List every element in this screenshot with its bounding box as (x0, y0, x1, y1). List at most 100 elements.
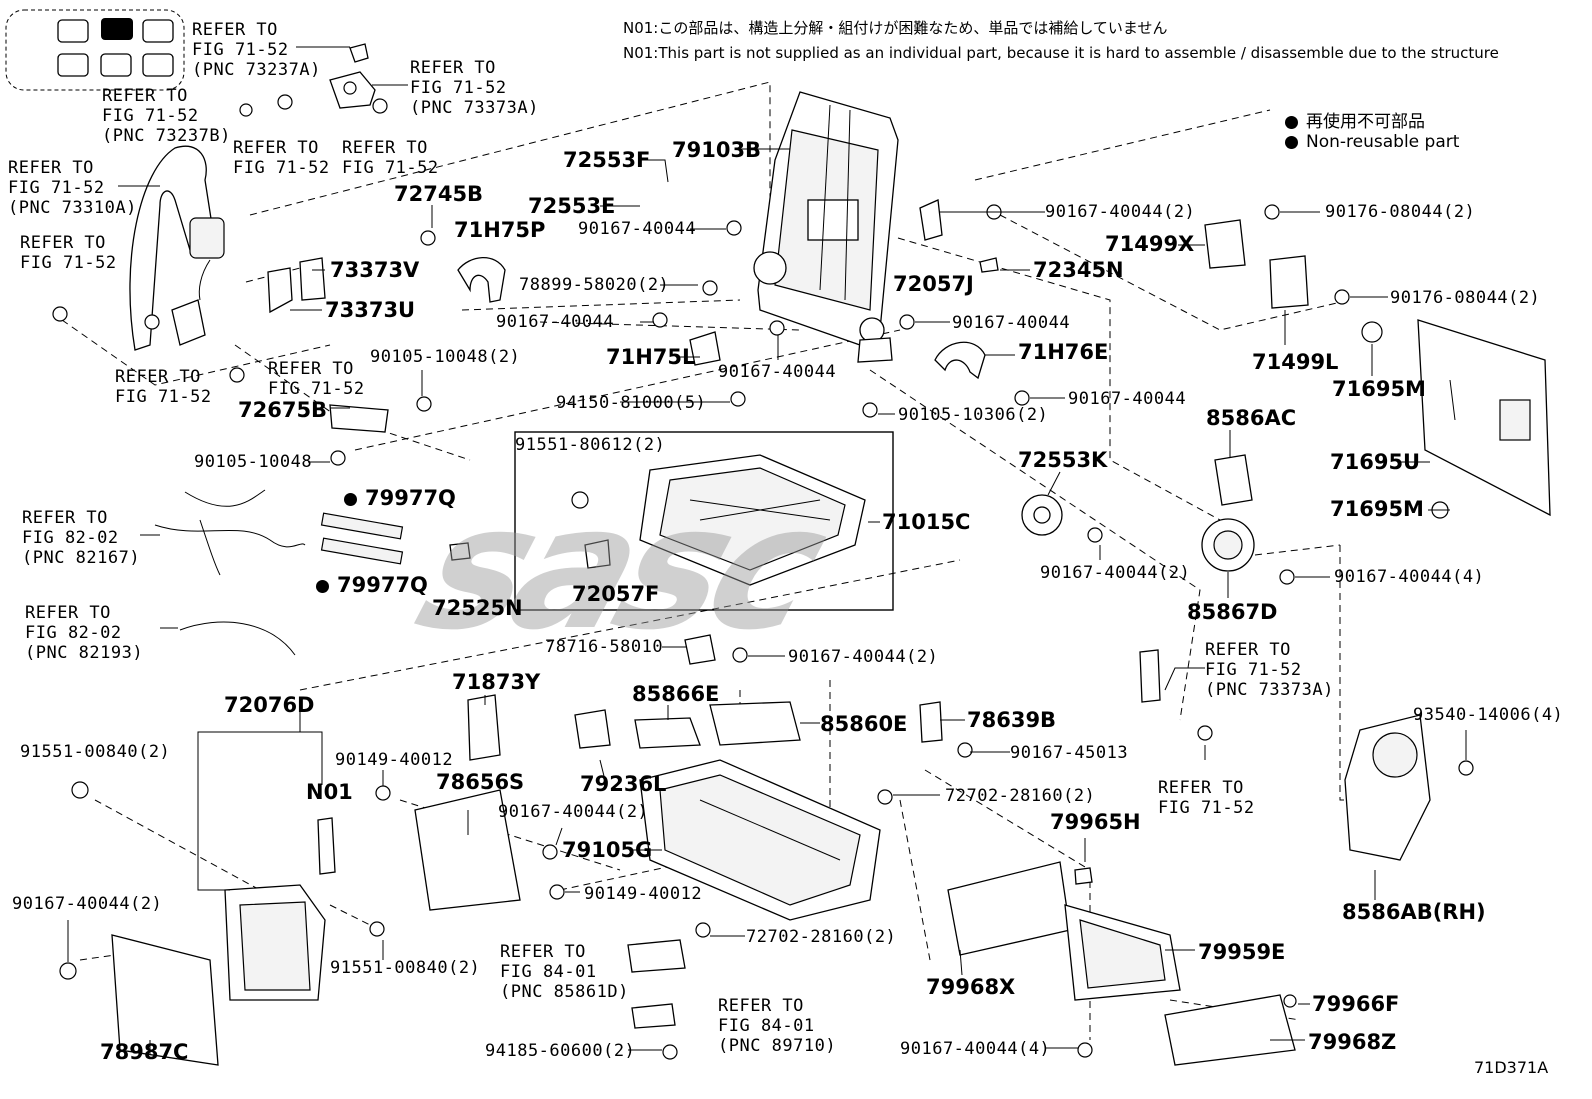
part-label-8586AC[interactable]: 8586AC (1206, 406, 1297, 430)
part-label-79959E[interactable]: 79959E (1198, 940, 1286, 964)
part-label-90167-40044-2e[interactable]: 90167-40044(2) (12, 894, 163, 914)
part-label-72553K[interactable]: 72553K (1018, 448, 1108, 472)
part-label-79105G[interactable]: 79105G (562, 838, 653, 862)
part-label-90167-40044-e[interactable]: 90167-40044 (1068, 389, 1187, 409)
part-label-79103B[interactable]: 79103B (672, 138, 762, 162)
part-label-72345N[interactable]: 72345N (1033, 258, 1124, 282)
part-label-72702-28160-b[interactable]: 72702-28160(2) (746, 927, 897, 947)
part-label-79236L[interactable]: 79236L (580, 772, 667, 796)
part-label-90167-40044-4b[interactable]: 90167-40044(4) (900, 1039, 1051, 1059)
part-label-72525N[interactable]: 72525N (432, 596, 523, 620)
part-label-72057J[interactable]: 72057J (893, 272, 974, 296)
part-label-91551-80612[interactable]: 91551-80612(2) (515, 435, 666, 455)
part-label-90167-40044-2d[interactable]: 90167-40044(2) (498, 802, 649, 822)
legend-text-ja: 再使用不可部品 (1306, 112, 1425, 132)
part-label-72702-28160-a[interactable]: 72702-28160(2) (945, 786, 1096, 806)
part-label-90167-40044-c[interactable]: 90167-40044 (718, 362, 837, 382)
lower-right-trims (627, 861, 1296, 1066)
note-n01-japanese: N01:この部品は、構造上分解・組付けが困難なため、単品では補給していません (623, 19, 1168, 37)
part-label-71695M-b[interactable]: 71695M (1330, 497, 1424, 521)
part-label-71H76E[interactable]: 71H76E (1018, 340, 1109, 364)
part-label-72553F[interactable]: 72553F (563, 148, 651, 172)
part-label-79977Q-a[interactable]: 79977Q (344, 486, 456, 510)
wire-harness (154, 489, 404, 656)
part-label-85867D[interactable]: 85867D (1187, 600, 1278, 624)
fasteners (52, 94, 1474, 1060)
part-label-94150-81000[interactable]: 94150-81000(5) (556, 393, 707, 413)
part-label-72675B[interactable]: 72675B (238, 398, 328, 422)
part-label-72553E[interactable]: 72553E (528, 194, 616, 218)
non-reusable-dot-icon (1285, 135, 1298, 149)
lower-seat-frame (574, 634, 943, 921)
part-label-90167-40044-2b[interactable]: 90167-40044(2) (1040, 563, 1191, 583)
part-label-72745B[interactable]: 72745B (394, 182, 484, 206)
part-label-71695U[interactable]: 71695U (1330, 450, 1421, 474)
part-label-78639B[interactable]: 78639B (967, 708, 1057, 732)
part-label-71015C[interactable]: 71015C (882, 510, 971, 534)
part-label-90105-10048-2[interactable]: 90105-10048(2) (370, 347, 521, 367)
part-label-94185-60600[interactable]: 94185-60600(2) (485, 1041, 636, 1061)
part-label-79968Z[interactable]: 79968Z (1308, 1030, 1397, 1054)
part-label-90105-10306[interactable]: 90105-10306(2) (898, 405, 1049, 425)
part-label-78656S[interactable]: 78656S (436, 770, 525, 794)
part-label-78899-58020[interactable]: 78899-58020(2) (519, 275, 670, 295)
part-label-72057F[interactable]: 72057F (572, 582, 660, 606)
legend-non-reusable-ja: 再使用不可部品 (1285, 107, 1425, 132)
part-label-79968X[interactable]: 79968X (926, 975, 1016, 999)
part-label-71695M-a[interactable]: 71695M (1332, 377, 1426, 401)
part-label-90167-40044-b[interactable]: 90167-40044 (496, 312, 615, 332)
part-label-90176-08044-a[interactable]: 90176-08044(2) (1325, 202, 1476, 222)
part-label-79966F[interactable]: 79966F (1312, 992, 1400, 1016)
non-reusable-dot-icon (1285, 115, 1298, 129)
part-label-85866E[interactable]: 85866E (632, 682, 720, 706)
part-label-71499L[interactable]: 71499L (1252, 350, 1339, 374)
part-label-78987C[interactable]: 78987C (100, 1040, 189, 1064)
part-label-85860E[interactable]: 85860E (820, 712, 908, 736)
part-label-73373U[interactable]: 73373U (325, 298, 416, 322)
part-label-90167-40044-a[interactable]: 90167-40044 (578, 219, 697, 239)
part-label-79965H[interactable]: 79965H (1050, 810, 1141, 834)
part-label-79977Q-b[interactable]: 79977Q (316, 573, 428, 597)
legend-text-en: Non-reusable part (1306, 132, 1460, 152)
part-label-90149-40012-a[interactable]: 90149-40012 (335, 750, 454, 770)
part-label-90167-45013[interactable]: 90167-45013 (1010, 743, 1129, 763)
part-label-71499X[interactable]: 71499X (1105, 232, 1195, 256)
part-label-71873Y[interactable]: 71873Y (452, 670, 541, 694)
part-label-71H75P[interactable]: 71H75P (454, 218, 546, 242)
part-label-90167-40044-2a[interactable]: 90167-40044(2) (1045, 202, 1196, 222)
part-label-73373V[interactable]: 73373V (330, 258, 420, 282)
side-panel (1361, 319, 1551, 519)
part-label-91551-00840-a[interactable]: 91551-00840(2) (20, 742, 171, 762)
lower-left-parts (111, 694, 521, 1066)
part-label-90167-40044-2c[interactable]: 90167-40044(2) (788, 647, 939, 667)
part-label-8586AB[interactable]: 8586AB(RH) (1342, 900, 1486, 924)
part-label-71H75L[interactable]: 71H75L (606, 345, 696, 369)
part-label-90149-40012-b[interactable]: 90149-40012 (584, 884, 703, 904)
part-label-90167-40044-4[interactable]: 90167-40044(4) (1334, 567, 1485, 587)
part-label-78716-58010[interactable]: 78716-58010 (545, 637, 664, 657)
part-label-90167-40044-d[interactable]: 90167-40044 (952, 313, 1071, 333)
part-label-72076D[interactable]: 72076D (224, 693, 315, 717)
part-label-N01[interactable]: N01 (306, 780, 353, 804)
part-label-90105-10048[interactable]: 90105-10048 (194, 452, 313, 472)
part-label-93540-14006[interactable]: 93540-14006(4) (1413, 705, 1564, 725)
part-label-91551-00840-b[interactable]: 91551-00840(2) (330, 958, 481, 978)
note-n01-english: N01:This part is not supplied as an indi… (623, 44, 1499, 62)
part-label-90176-08044-b[interactable]: 90176-08044(2) (1390, 288, 1541, 308)
